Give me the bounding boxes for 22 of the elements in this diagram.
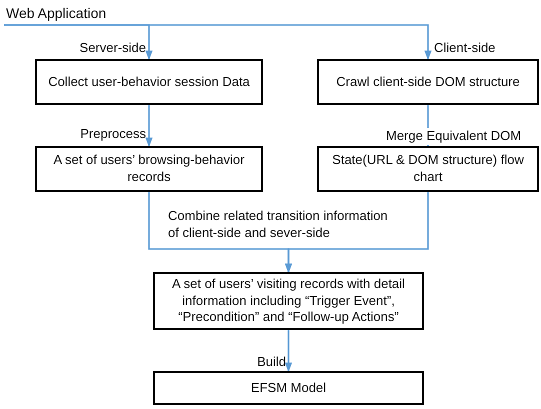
arrow bbox=[4, 24, 432, 60]
process-box bbox=[35, 146, 263, 192]
edge-label: Server-side bbox=[78, 40, 146, 57]
arrow bbox=[284, 192, 429, 274]
process-box bbox=[35, 59, 263, 105]
box-text: A set of users’ browsing-behavior records bbox=[52, 152, 246, 186]
process-box bbox=[153, 272, 424, 330]
edge-label: Build bbox=[256, 354, 286, 371]
box-text: Crawl client-side DOM structure bbox=[336, 74, 520, 90]
box-text: A set of users’ visiting records with detail information including “Trigger Event”, “Precondition” and “Follow-up Actions” bbox=[171, 276, 406, 326]
heading-text: Web Application bbox=[6, 4, 106, 22]
box-text: Collect user-behavior session Data bbox=[48, 74, 250, 90]
box-text: EFSM Model bbox=[250, 380, 326, 396]
arrow bbox=[145, 105, 153, 148]
arrow bbox=[284, 330, 292, 372]
process-box bbox=[317, 146, 539, 192]
process-box bbox=[153, 371, 424, 405]
process-box bbox=[317, 59, 539, 105]
edge-label: Combine related transition information of client-side and sever-side bbox=[168, 208, 389, 242]
edge-label: Preprocess bbox=[79, 126, 146, 143]
box-text: State(URL & DOM structure) flow chart bbox=[331, 152, 525, 186]
edge-label: Client-side bbox=[434, 40, 496, 57]
